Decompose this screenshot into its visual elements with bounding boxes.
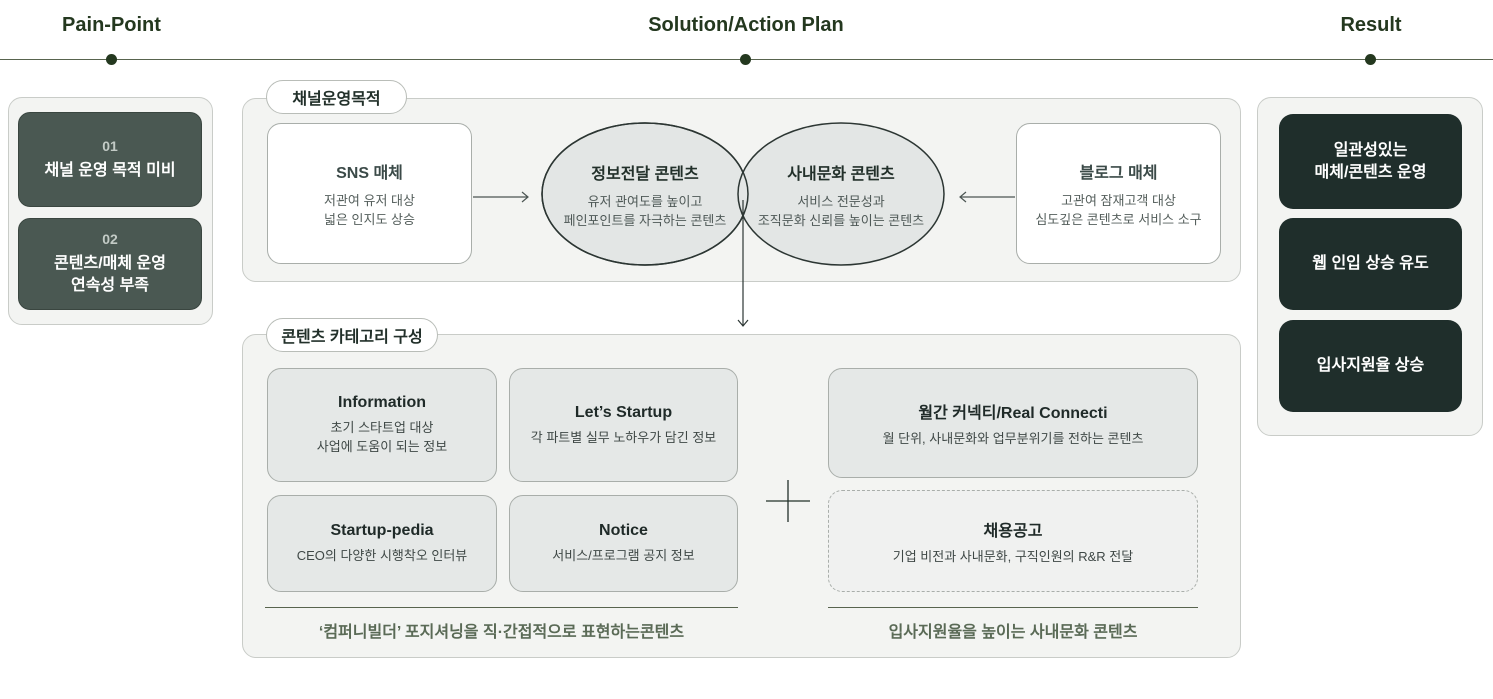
category-lets-startup: Let’s Startup 각 파트별 실무 노하우가 담긴 정보: [509, 368, 738, 482]
pain-point-title-line2: 연속성 부족: [70, 277, 150, 294]
result-header: Result: [1340, 14, 1402, 36]
category-recruit: 채용공고 기업 비전과 사내문화, 구직인원의 R&R 전달: [828, 490, 1198, 592]
timeline-dot-pain: [106, 54, 117, 65]
footer-caption-right: 입사지원율을 높이는 사내문화 콘텐츠: [888, 624, 1138, 641]
footer-divider-right: [828, 607, 1198, 608]
channel-purpose-tag: 채널운영목적: [266, 80, 407, 114]
result-line1: 웹 인입 상승 유도: [1312, 255, 1429, 272]
sns-media-desc1: 저관여 유저 대상: [324, 192, 415, 208]
category-desc1: 각 파트별 실무 노하우가 담긴 정보: [530, 429, 717, 445]
result-line1: 일관성있는: [1333, 141, 1408, 159]
result-consistent-operation: 일관성있는 매체/콘텐츠 운영: [1279, 114, 1462, 209]
blog-media-desc1: 고관여 잠재고객 대상: [1061, 192, 1176, 208]
category-desc1: 서비스/프로그램 공지 정보: [552, 548, 695, 563]
info-content-text: 정보전달 콘텐츠 유저 관여도를 높이고 페인포인트를 자극하는 콘텐츠: [545, 160, 745, 230]
pain-point-title-line1: 콘텐츠/매체 운영: [54, 255, 166, 272]
plus-icon: [766, 480, 810, 522]
blog-media-desc2: 심도깊은 콘텐츠로 서비스 소구: [1035, 211, 1202, 227]
category-notice: Notice 서비스/프로그램 공지 정보: [509, 495, 738, 592]
footer-divider-left: [265, 607, 738, 608]
category-title: Let’s Startup: [574, 403, 673, 421]
blog-media-title: 블로그 매체: [1079, 164, 1158, 182]
sns-media-box: SNS 매체 저관여 유저 대상 넓은 인지도 상승: [267, 123, 472, 264]
culture-content-circle: [737, 122, 945, 266]
category-desc2: 사업에 도움이 되는 정보: [316, 439, 448, 454]
circle-overlap-outline: [541, 122, 749, 266]
pain-point-header: Pain-Point: [62, 14, 161, 36]
pain-point-number: 02: [102, 231, 118, 247]
category-desc1: 초기 스타트업 대상: [330, 420, 434, 435]
arrow-down-icon: [737, 200, 749, 327]
category-title: Startup-pedia: [330, 522, 434, 539]
content-category-tag: 콘텐츠 카테고리 구성: [266, 318, 438, 352]
culture-content-text: 사내문화 콘텐츠 서비스 전문성과 조직문화 신뢰를 높이는 콘텐츠: [741, 160, 941, 230]
info-content-desc1: 유저 관여도를 높이고: [587, 194, 703, 209]
info-content-title: 정보전달 콘텐츠: [591, 166, 699, 183]
info-content-desc2: 페인포인트를 자극하는 콘텐츠: [563, 213, 727, 228]
arrow-left-icon: [959, 191, 1015, 203]
category-startup-pedia: Startup-pedia CEO의 다양한 시행착오 인터뷰: [267, 495, 497, 592]
category-title: 채용공고: [983, 522, 1043, 540]
sns-media-title: SNS 매체: [336, 164, 403, 182]
pain-point-number: 01: [102, 137, 118, 154]
category-title: Notice: [599, 522, 648, 539]
result-web-traffic: 웹 인입 상승 유도: [1279, 218, 1462, 310]
category-title: 월간 커넥티/Real Connecti: [918, 404, 1108, 422]
pain-point-title: 채널 운영 목적 미비: [44, 161, 176, 179]
footer-caption-left: ‘컴퍼니빌더’ 포지셔닝을 직·간접적으로 표현하는콘텐츠: [318, 624, 685, 641]
pain-point-02: 02 콘텐츠/매체 운영 연속성 부족: [18, 218, 202, 310]
arrow-right-icon: [473, 191, 529, 203]
culture-content-desc1: 서비스 전문성과: [797, 194, 885, 209]
category-desc1: 월 단위, 사내문화와 업무분위기를 전하는 콘텐츠: [882, 430, 1144, 446]
category-information: Information 초기 스타트업 대상 사업에 도움이 되는 정보: [267, 368, 497, 482]
category-desc1: CEO의 다양한 시행착오 인터뷰: [296, 548, 468, 563]
timeline-dot-solution: [740, 54, 751, 65]
result-line2: 매체/콘텐츠 운영: [1314, 163, 1427, 181]
result-line1: 입사지원율 상승: [1316, 357, 1425, 374]
pain-point-01: 01 채널 운영 목적 미비: [18, 112, 202, 207]
category-monthly-connecti: 월간 커넥티/Real Connecti 월 단위, 사내문화와 업무분위기를 …: [828, 368, 1198, 478]
culture-content-desc2: 조직문화 신뢰를 높이는 콘텐츠: [757, 213, 925, 228]
category-desc1: 기업 비전과 사내문화, 구직인원의 R&R 전달: [892, 548, 1134, 564]
category-title: Information: [338, 394, 426, 411]
timeline-dot-result: [1365, 54, 1376, 65]
culture-content-title: 사내문화 콘텐츠: [787, 166, 895, 183]
blog-media-box: 블로그 매체 고관여 잠재고객 대상 심도깊은 콘텐츠로 서비스 소구: [1016, 123, 1221, 264]
sns-media-desc2: 넓은 인지도 상승: [324, 211, 415, 227]
solution-header: Solution/Action Plan: [648, 14, 844, 36]
result-application-rate: 입사지원율 상승: [1279, 320, 1462, 412]
